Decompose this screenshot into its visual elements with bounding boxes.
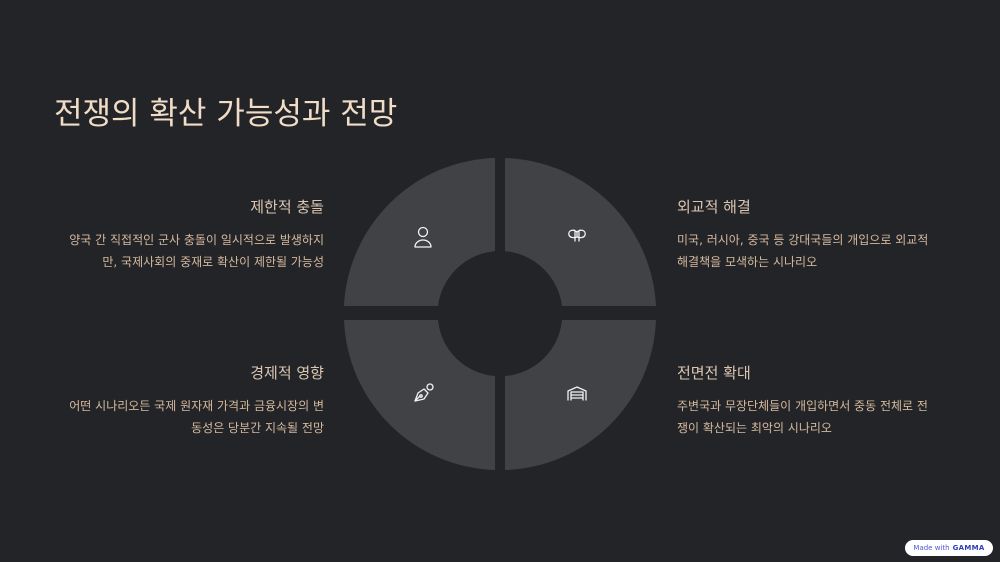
scenario-text: 주변국과 무장단체들이 개입하면서 중동 전체로 전	[677, 399, 928, 413]
scenario-text: 쟁이 확산되는 최악의 시나리오	[677, 421, 832, 435]
scenario-text: 어떤 시나리오든 국제 원자재 가격과 금융시장의 변	[69, 399, 324, 413]
cycle-diagram	[344, 158, 656, 470]
scenario-heading: 경제적 영향	[250, 364, 324, 382]
gift-bow-icon	[568, 229, 586, 242]
garage-icon	[567, 386, 587, 401]
segment-top-left-fill	[344, 158, 495, 306]
scenario-economic-impact: 경제적 영향 어떤 시나리오든 국제 원자재 가격과 금융시장의 변 동성은 당…	[34, 362, 324, 439]
pen-nib-icon	[414, 383, 434, 402]
made-with-gamma-badge[interactable]: Made with GAMMA	[905, 540, 993, 556]
scenario-limited-conflict: 제한적 충돌 양국 간 직접적인 군사 충돌이 일시적으로 발생하지 만, 국제…	[34, 196, 324, 273]
person-icon	[414, 226, 432, 248]
segment-top-right	[505, 158, 656, 306]
scenario-text: 해결책을 모색하는 시나리오	[677, 255, 818, 269]
badge-brand: GAMMA	[952, 544, 985, 552]
page-title: 전쟁의 확산 가능성과 전망	[54, 96, 398, 132]
scenario-text: 양국 간 직접적인 군사 충돌이 일시적으로 발생하지	[69, 233, 324, 247]
scenario-text: 동성은 당분간 지속될 전망	[191, 421, 324, 435]
scenario-text: 미국, 러시아, 중국 등 강대국들의 개입으로 외교적	[677, 233, 929, 247]
badge-prefix: Made with	[913, 544, 950, 552]
scenario-heading: 제한적 충돌	[250, 198, 324, 216]
scenario-full-scale-war: 전면전 확대 주변국과 무장단체들이 개입하면서 중동 전체로 전 쟁이 확산되…	[677, 362, 967, 439]
scenario-text: 만, 국제사회의 중재로 확산이 제한될 가능성	[102, 255, 324, 269]
scenario-heading: 외교적 해결	[677, 198, 751, 216]
scenario-diplomatic-resolution: 외교적 해결 미국, 러시아, 중국 등 강대국들의 개입으로 외교적 해결책을…	[677, 196, 967, 273]
scenario-heading: 전면전 확대	[677, 364, 751, 382]
